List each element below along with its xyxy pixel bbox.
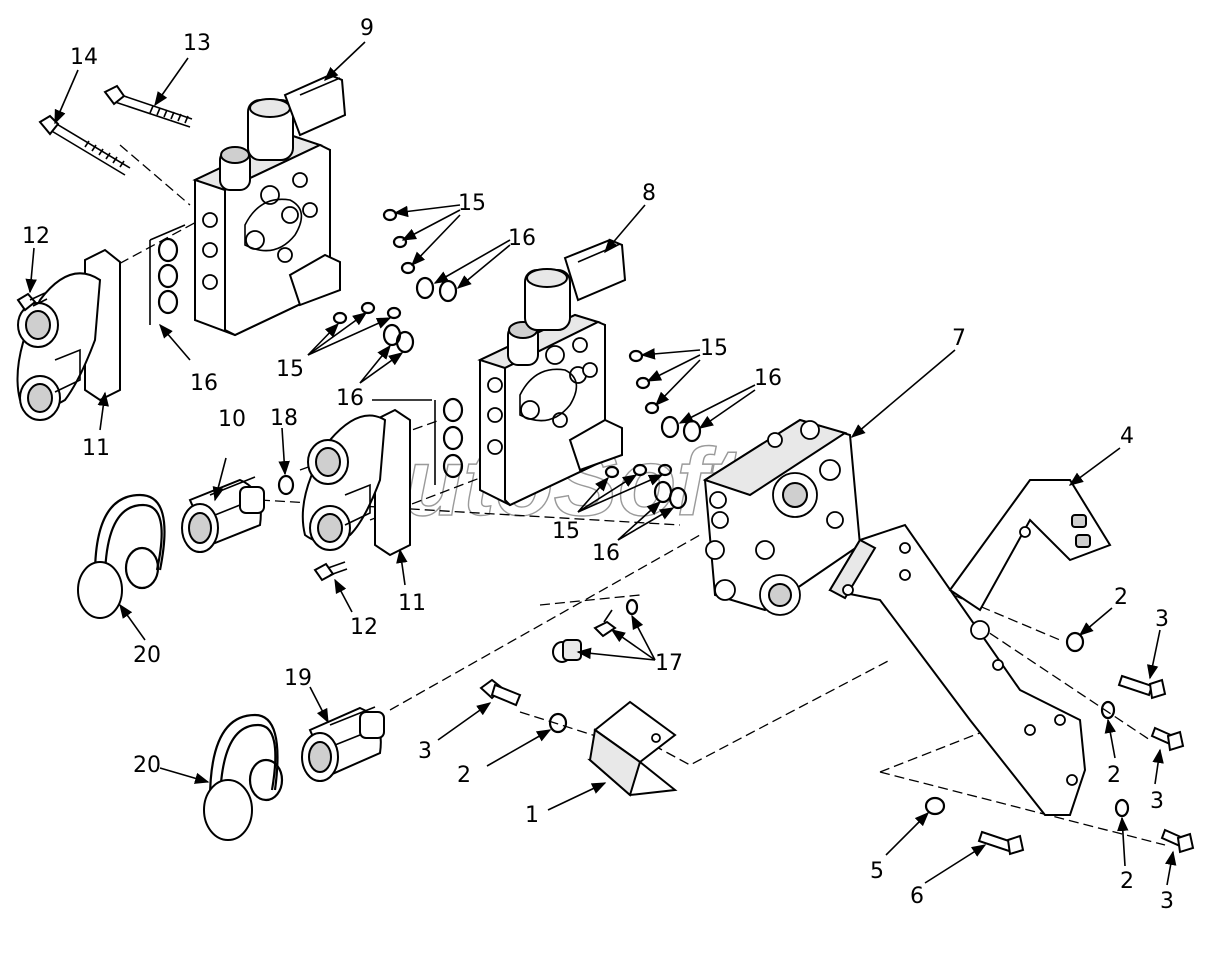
callout-2-r1: 2 [1114,585,1128,610]
callout-16-right: 16 [754,366,782,391]
valve-section-8 [477,238,627,507]
washer-2-r2 [1100,700,1116,720]
callout-10: 10 [218,407,246,432]
callout-20-lower: 20 [133,753,161,778]
bolt-6 [977,830,1025,856]
o-rings-15-16-mid [332,301,415,354]
dust-cap-20-upper [77,493,166,619]
bolt-3-r2 [1150,726,1185,752]
manifold-11-upper [16,248,121,421]
callout-15-mid: 15 [276,357,304,382]
o-rings-15-16-lower [604,463,688,510]
manifold-11-lower [301,408,411,557]
bolt-13 [103,84,193,128]
bolt-14 [38,114,131,176]
callout-labels: 14 13 9 8 7 4 12 15 16 16 15 16 15 16 15… [22,16,1174,914]
o-rings-15-16-top [382,208,458,303]
callout-11-upper: 11 [82,436,110,461]
callout-14: 14 [70,45,98,70]
callout-13: 13 [183,31,211,56]
bolt-3-r1 [1117,674,1167,700]
callout-7: 7 [952,326,966,351]
callout-1: 1 [525,803,539,828]
callout-18: 18 [270,406,298,431]
callout-3-r1: 3 [1155,607,1169,632]
washer-2-r3 [1114,798,1130,818]
callout-4: 4 [1120,424,1134,449]
mounting-bracket-4 [828,479,1112,816]
callout-15-right: 15 [700,336,728,361]
callout-15-top: 15 [458,191,486,216]
dust-cap-20-lower [203,713,284,841]
callout-2-left: 2 [457,763,471,788]
callout-16-top: 16 [508,226,536,251]
washer-5 [924,796,946,816]
callout-16-left: 16 [190,371,218,396]
callout-20-upper: 20 [133,643,161,668]
callout-16-mid: 16 [336,386,364,411]
callout-6: 6 [910,884,924,909]
callout-3-left: 3 [418,739,432,764]
callout-16-lower: 16 [592,541,620,566]
coupler-10 [181,476,265,553]
o-rings-16-box [434,397,464,485]
callout-9: 9 [360,16,374,41]
callout-17: 17 [655,651,683,676]
callout-3-r2: 3 [1150,789,1164,814]
inlet-cover-7 [702,418,862,616]
leader-lines [25,41,1177,886]
callout-11-lower: 11 [398,591,426,616]
bolt-3-r3 [1160,828,1195,854]
callout-2-r3: 2 [1120,869,1134,894]
o-rings-15-16-right [628,349,702,443]
fittings-17 [552,598,639,663]
bolt-12-upper [16,292,48,312]
bracket-1 [587,700,678,797]
bolt-12-lower [313,561,348,582]
callout-2-r2: 2 [1107,763,1121,788]
o-ring-18 [277,474,295,496]
callout-8: 8 [642,181,656,206]
o-rings-16-left [149,224,186,325]
valve-section-9 [192,73,347,337]
callout-12-lower: 12 [350,615,378,640]
callout-5: 5 [870,859,884,884]
washer-2-left [548,712,568,734]
callout-12-upper: 12 [22,224,50,249]
bolt-3-left [479,678,522,707]
washer-2-r1 [1065,631,1085,653]
callout-3-r3: 3 [1160,889,1174,914]
callout-19: 19 [284,666,312,691]
callout-15-lower: 15 [552,519,580,544]
coupler-19 [301,706,385,782]
